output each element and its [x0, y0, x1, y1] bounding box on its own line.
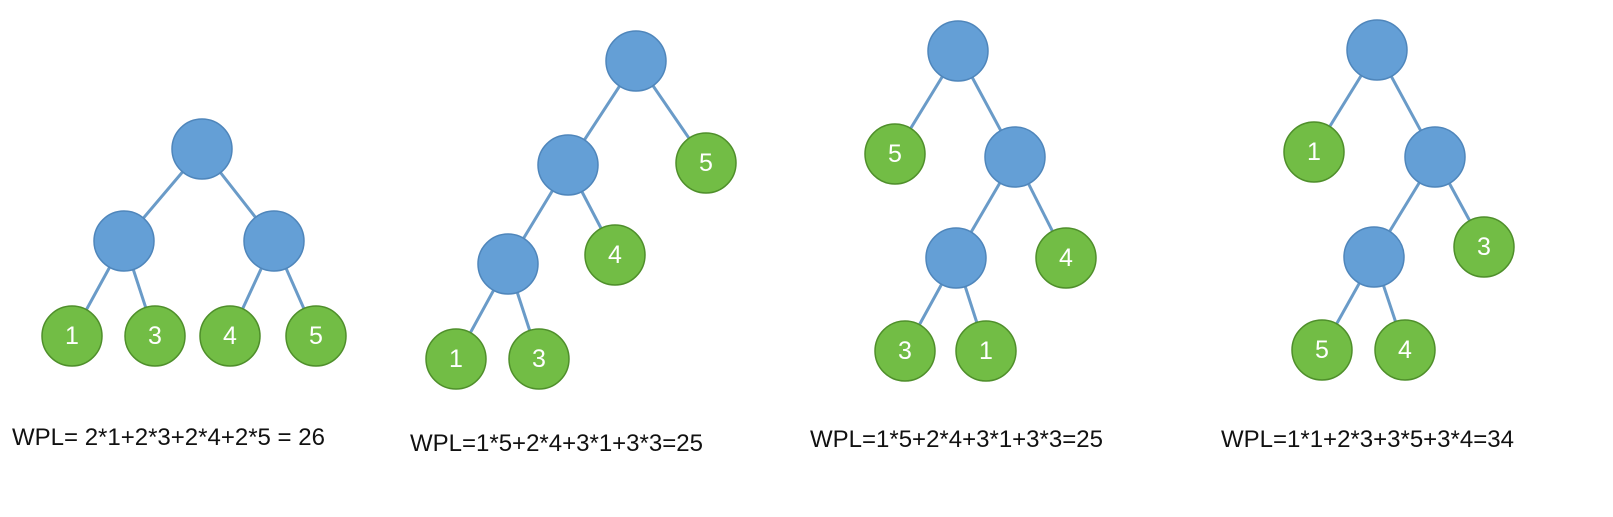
tree-3-leaf-node [1035, 227, 1097, 289]
tree-1-leaf-node [124, 305, 186, 367]
tree-3-internal-node [984, 126, 1046, 188]
tree-2-root-node [605, 30, 667, 92]
tree-1-leaf-label: 5 [309, 322, 323, 350]
tree-2-leaf-node [508, 328, 570, 390]
tree-2-leaf-label: 3 [532, 345, 546, 373]
tree-1-leaf-label: 4 [223, 322, 237, 350]
tree-4-leaf-label: 4 [1398, 336, 1412, 364]
tree-2-leaf-label: 4 [608, 241, 622, 269]
tree-1-leaf-node [285, 305, 347, 367]
tree-2-leaf-label: 1 [449, 345, 463, 373]
tree-1-leaf-label: 1 [65, 322, 79, 350]
tree-3: 5 4 3 1 [864, 20, 1097, 382]
tree-3-wpl-formula: WPL=1*5+2*4+3*1+3*3=25 [810, 426, 1103, 453]
tree-2-leaf-label: 5 [699, 149, 713, 177]
tree-4-leaf-node [1453, 216, 1515, 278]
tree-1-root-node [171, 118, 233, 180]
tree-4-internal-node [1343, 226, 1405, 288]
tree-1-internal-node [93, 210, 155, 272]
tree-1-leaf-node [41, 305, 103, 367]
tree-3-internal-node [925, 227, 987, 289]
tree-3-leaf-label: 5 [888, 140, 902, 168]
tree-1-internal-node [243, 210, 305, 272]
tree-3-leaf-node [864, 123, 926, 185]
tree-4-leaf-label: 3 [1477, 233, 1491, 261]
tree-4-leaf-node [1374, 319, 1436, 381]
tree-2-internal-node [477, 233, 539, 295]
tree-4-leaf-node [1283, 121, 1345, 183]
tree-2-wpl-formula: WPL=1*5+2*4+3*1+3*3=25 [410, 430, 703, 457]
tree-2-leaf-node [425, 328, 487, 390]
tree-2-leaf-node [675, 132, 737, 194]
tree-1-wpl-formula: WPL= 2*1+2*3+2*4+2*5 = 26 [12, 424, 325, 451]
tree-1-leaf-label: 3 [148, 322, 162, 350]
tree-1-leaf-node [199, 305, 261, 367]
tree-4-internal-node [1404, 126, 1466, 188]
tree-2-leaf-node [584, 224, 646, 286]
tree-4-leaf-node [1291, 319, 1353, 381]
tree-2-internal-node [537, 134, 599, 196]
tree-3-leaf-label: 4 [1059, 244, 1073, 272]
tree-4-wpl-formula: WPL=1*1+2*3+3*5+3*4=34 [1221, 426, 1514, 453]
tree-3-root-node [927, 20, 989, 82]
tree-1: 1 3 4 5 [41, 118, 347, 367]
tree-4-leaf-label: 1 [1307, 138, 1321, 166]
tree-3-leaf-node [874, 320, 936, 382]
tree-3-leaf-node [955, 320, 1017, 382]
tree-4: 1 3 5 4 [1283, 19, 1515, 381]
tree-4-leaf-label: 5 [1315, 336, 1329, 364]
tree-3-leaf-label: 1 [979, 337, 993, 365]
tree-3-leaf-label: 3 [898, 337, 912, 365]
tree-4-root-node [1346, 19, 1408, 81]
tree-2: 5 4 1 3 [425, 30, 737, 390]
